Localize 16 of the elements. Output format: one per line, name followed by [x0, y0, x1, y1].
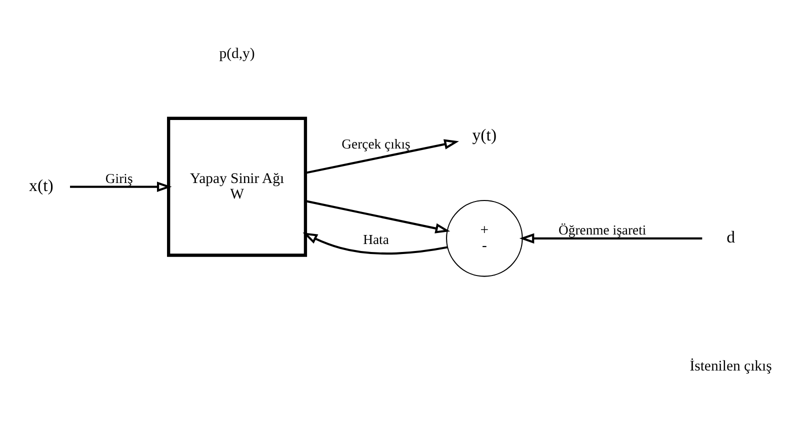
- edge-label: Giriş: [105, 171, 133, 186]
- arrow: [306, 139, 459, 174]
- arrow: [306, 200, 450, 234]
- edge-label: Gerçek çıkış: [342, 136, 410, 152]
- node-text: d: [726, 227, 735, 246]
- edge-label: Hata: [363, 232, 389, 248]
- node-text: y(t): [472, 125, 497, 144]
- edge-label: Öğrenme işareti: [558, 222, 646, 238]
- label: p(d,y): [219, 46, 255, 62]
- node-text: x(t): [29, 176, 54, 195]
- node-box: Yapay Sinir Ağı W: [167, 116, 308, 257]
- arrow: [70, 182, 172, 192]
- arrow: [519, 233, 702, 244]
- label: İstenilen çıkış: [690, 358, 772, 375]
- arrow: [302, 232, 448, 255]
- node-circle: + -: [446, 200, 523, 277]
